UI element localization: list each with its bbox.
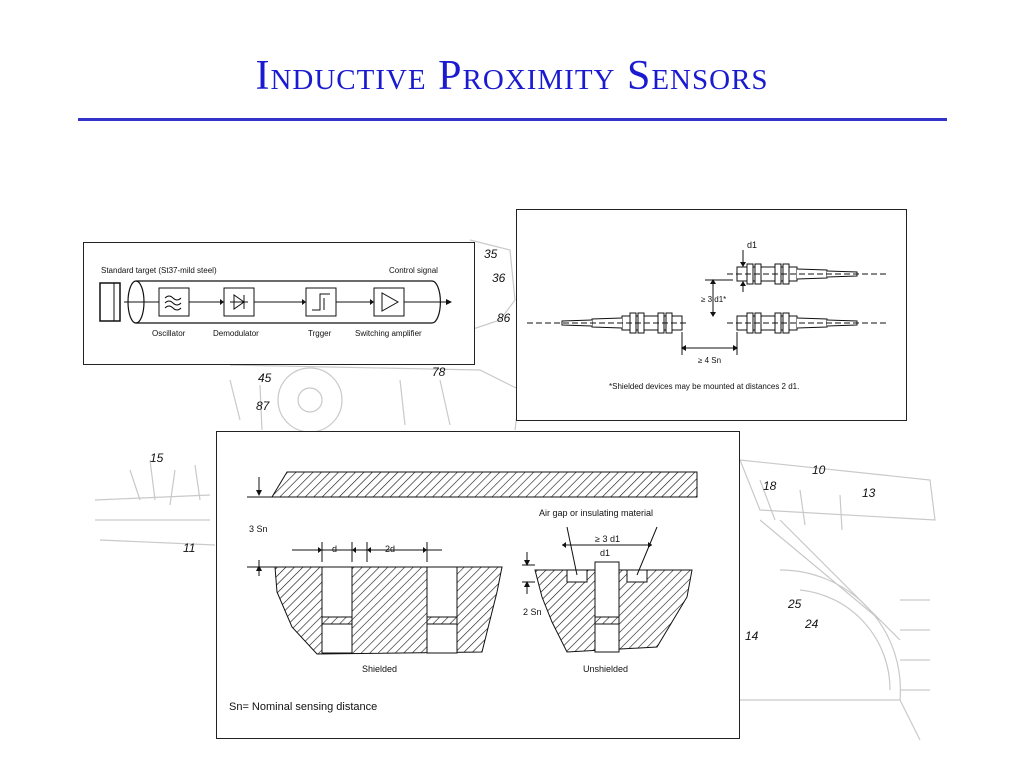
mounting-diagram-panel: d1 ≥ 3 d1* ≥ 4 Sn *Shielded devices may … [516,209,907,421]
bg-number: 87 [256,399,271,413]
horizontal-gap-label: ≥ 4 Sn [698,356,721,365]
bg-number: 18 [763,479,777,493]
wave-icon [164,295,182,311]
mounting-diagram: d1 ≥ 3 d1* ≥ 4 Sn *Shielded devices may … [527,240,887,391]
bg-number: 15 [150,451,164,465]
bg-number: 78 [432,365,446,379]
shielding-diagram-panel: 3 Sn d 2d Shielded Air gap or insulating… [216,431,740,739]
trigger-icon [312,293,330,311]
block-diagram-panel: Standard target (St37-mild steel) Contro… [83,242,475,365]
d1-label: d1 [600,548,610,558]
demodulator-block [223,287,255,317]
shielded-label: Shielded [362,664,397,674]
amplifier-block [373,287,405,317]
ge3d1-label: ≥ 3 d1 [595,534,620,544]
legend-text: Sn= Nominal sensing distance [229,701,377,713]
bg-number: 24 [804,617,819,631]
shielding-diagram: 3 Sn d 2d Shielded Air gap or insulating… [229,471,698,713]
bg-number: 13 [862,486,876,500]
block-label: Trgger [308,329,332,338]
bg-number: 35 [484,247,498,261]
bg-number: 14 [745,629,759,643]
bg-number: 11 [183,541,195,555]
vertical-gap-label: ≥ 3 d1* [701,295,726,304]
bg-number: 36 [492,271,506,285]
trigger-block [305,287,337,317]
mounting-footnote: *Shielded devices may be mounted at dist… [609,382,799,391]
bg-number: 86 [497,311,511,325]
2d-label: 2d [385,544,395,554]
gap-2sn-label: 2 Sn [523,607,542,617]
target-label: Standard target (St37-mild steel) [101,266,217,275]
oscillator-block [158,287,190,317]
unshielded-label: Unshielded [583,664,628,674]
block-diagram: Standard target (St37-mild steel) Contro… [99,266,452,338]
d-label: d [332,544,337,554]
gap-3sn-label: 3 Sn [249,524,268,534]
standard-target [99,282,121,322]
block-label: Switching amplifier [355,329,422,338]
shielded-mounting [274,566,503,655]
diode-icon [230,294,248,310]
block-label: Oscillator [152,329,186,338]
target-plate [271,471,698,498]
d1-label: d1 [747,240,757,250]
bg-number: 25 [787,597,802,611]
slide-title: Inductive Proximity Sensors [255,53,769,99]
bg-number: 10 [812,463,826,477]
bg-number: 45 [258,371,272,385]
output-label: Control signal [389,266,438,275]
title-underline [78,118,947,121]
block-label: Demodulator [213,329,259,338]
amplifier-icon [381,292,400,312]
air-gap-label: Air gap or insulating material [539,508,653,518]
